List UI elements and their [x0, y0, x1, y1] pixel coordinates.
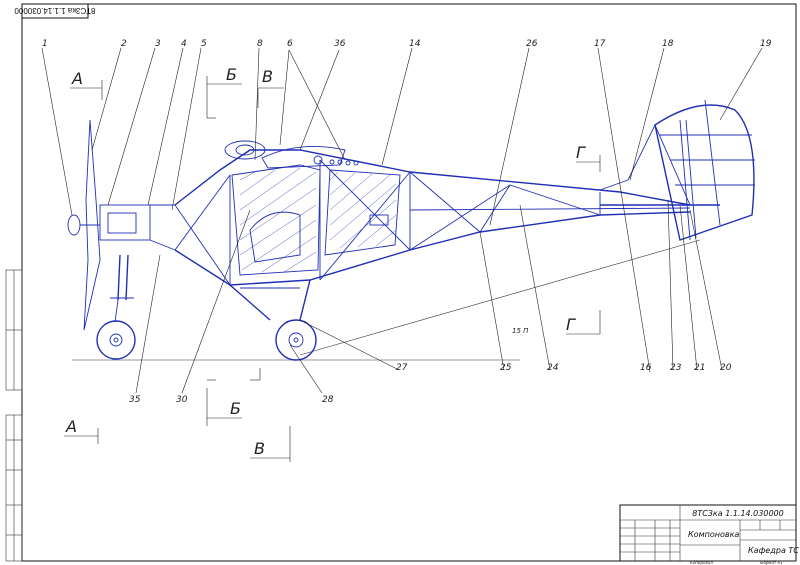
part-number-19: 19 [760, 39, 772, 49]
top-stamp: 8ТС3ка 1.1.14.030000 [14, 3, 96, 19]
section-mark-b-bottom: Б [230, 399, 241, 418]
section-mark-v-bottom: В [254, 439, 265, 458]
part-number-36: 36 [334, 39, 346, 49]
tipback-line [299, 239, 701, 356]
part-number-23: 23 [670, 363, 682, 373]
part-number-4: 4 [181, 39, 187, 49]
part-number-2: 2 [121, 39, 127, 49]
section-mark-a-bottom: А [65, 417, 77, 436]
section-mark-b-top: Б [226, 65, 237, 84]
part-number-25: 25 [500, 363, 512, 373]
section-mark-g-top: Г [576, 143, 586, 162]
part-number-24: 24 [547, 363, 559, 373]
title-block-org: Кафедра ТС [748, 546, 799, 555]
part-number-8: 8 [257, 39, 263, 49]
part-number-6: 6 [287, 39, 293, 49]
title-block-format: Формат А1 [760, 560, 783, 565]
left-binding-strip [5, 269, 23, 562]
part-number-3: 3 [155, 39, 161, 49]
part-number-35: 35 [129, 395, 141, 405]
part-number-30: 30 [176, 395, 188, 405]
part-number-27: 27 [396, 363, 408, 373]
part-number-20: 20 [720, 363, 732, 373]
fuselage-truss [174, 149, 691, 286]
engine-block [99, 204, 176, 251]
part-number-18: 18 [662, 39, 674, 49]
part-number-1: 1 [42, 39, 48, 49]
title-block-copied: Копировал [690, 560, 713, 565]
leader-lines [41, 47, 763, 394]
main-landing-gear [229, 279, 317, 361]
part-number-21: 21 [694, 363, 705, 373]
section-mark-a-top: А [71, 69, 83, 88]
section-marks: А А Б Б В В Г Г [64, 65, 601, 462]
section-mark-v-top: В [262, 67, 273, 86]
top-stamp-code: 8ТС3ка 1.1.14.030000 [14, 6, 96, 15]
part-number-labels: 1 2 3 4 5 8 6 36 14 26 17 18 19 35 30 28… [42, 39, 772, 405]
part-number-5: 5 [201, 39, 207, 49]
part-number-16: 16 [640, 363, 652, 373]
title-block: 8ТС3ка 1.1.14.030000 Компоновка Кафедра … [619, 504, 799, 565]
title-block-code: 8ТС3ка 1.1.14.030000 [692, 509, 783, 518]
part-number-17: 17 [594, 39, 606, 49]
nose-landing-gear [96, 254, 136, 360]
angle-label: 15 П [512, 327, 529, 335]
part-number-14: 14 [409, 39, 421, 49]
sheet-border [21, 3, 797, 562]
section-mark-g-bottom: Г [566, 315, 576, 334]
part-number-26: 26 [526, 39, 538, 49]
tail-assembly [599, 99, 755, 241]
cockpit [224, 140, 401, 276]
title-block-name: Компоновка [688, 530, 739, 539]
part-number-28: 28 [322, 395, 334, 405]
propeller [67, 119, 101, 331]
